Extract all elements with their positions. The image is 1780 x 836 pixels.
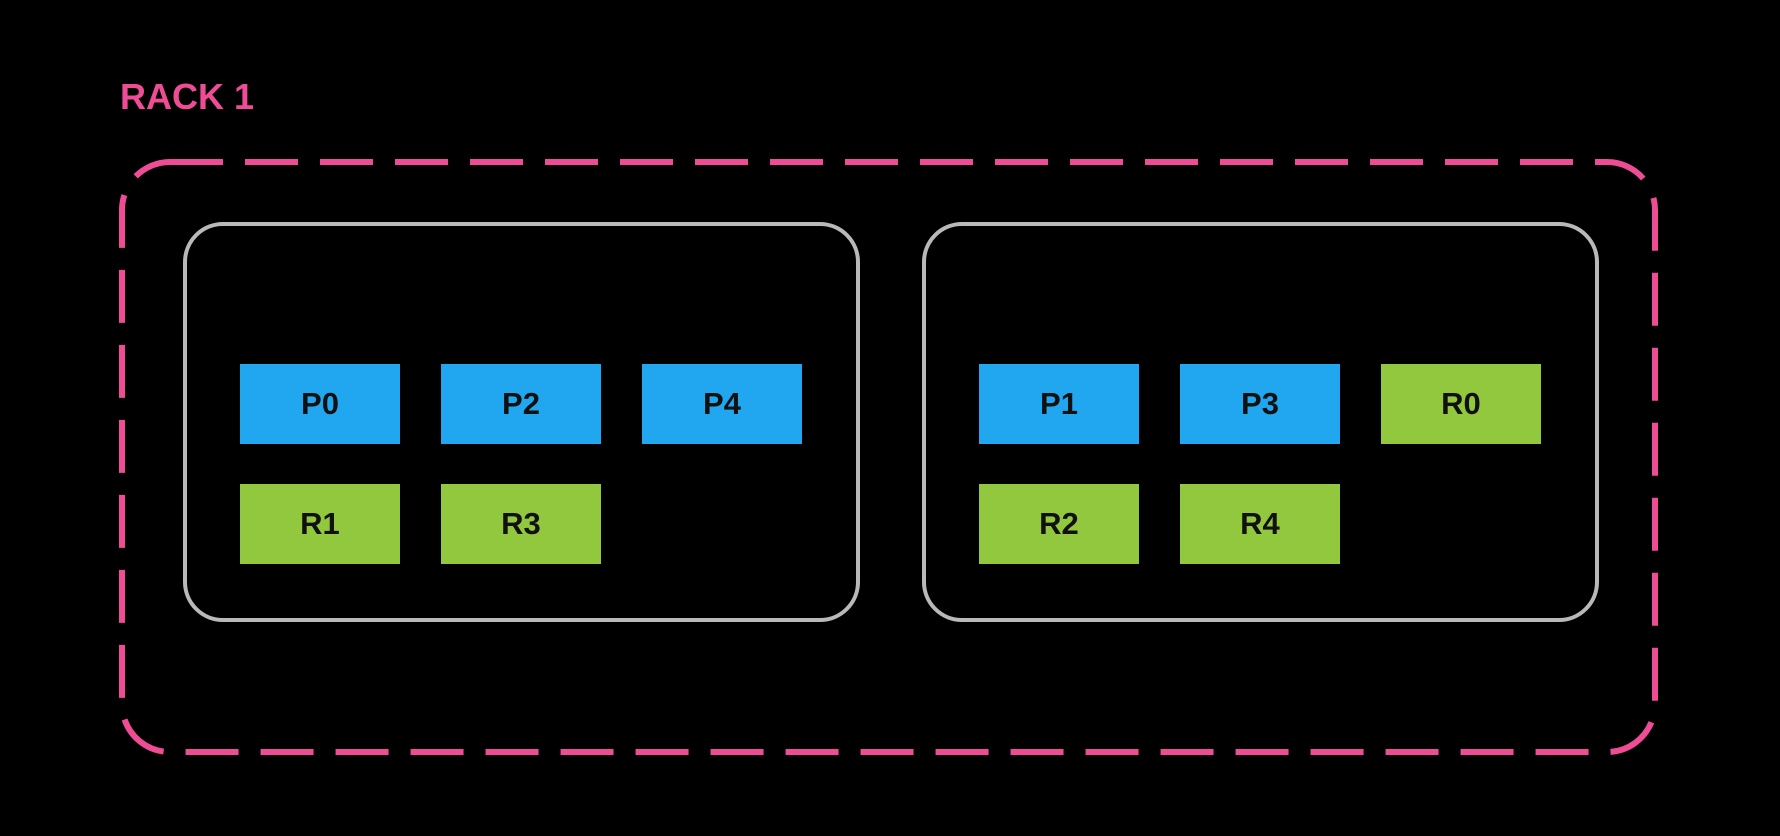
- shard-box-R4: R4: [1180, 484, 1340, 564]
- shard-row: R1 R3: [240, 484, 856, 564]
- shard-box-R1: R1: [240, 484, 400, 564]
- rack-title: RACK 1: [120, 76, 255, 117]
- shard-row: R2 R4: [979, 484, 1595, 564]
- shard-box-R3: R3: [441, 484, 601, 564]
- shard-row: P0 P2 P4: [240, 364, 856, 444]
- shard-box-R0: R0: [1381, 364, 1541, 444]
- shard-row: P1 P3 R0: [979, 364, 1595, 444]
- shard-box-P1: P1: [979, 364, 1139, 444]
- shard-box-P2: P2: [441, 364, 601, 444]
- rack-dashed-border-rect: [119, 159, 1658, 755]
- shard-box-R2: R2: [979, 484, 1139, 564]
- shard-box-P0: P0: [240, 364, 400, 444]
- shard-box-P4: P4: [642, 364, 802, 444]
- shard-box-P3: P3: [1180, 364, 1340, 444]
